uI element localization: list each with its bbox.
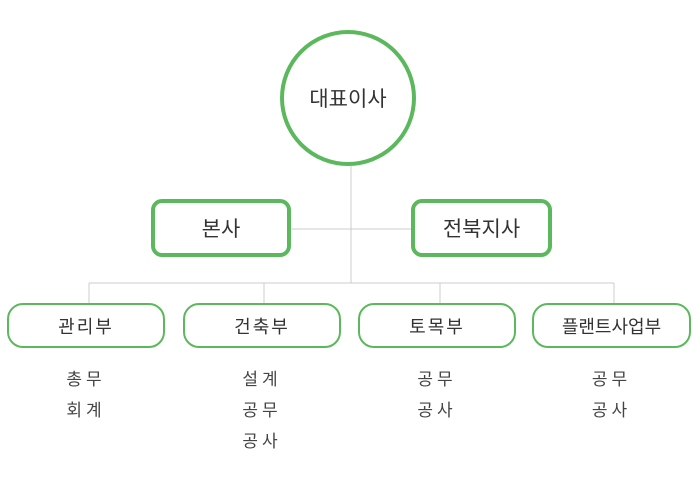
task-item: 공무 [242,401,282,421]
department-node-management: 관리부 [7,303,165,348]
task-list-management: 총무 회계 [7,365,165,427]
task-item: 총무 [66,370,106,390]
department-node-plant: 플랜트사업부 [532,303,691,348]
task-item: 공무 [417,370,457,390]
task-list-architecture: 설계 공무 공사 [183,365,341,458]
task-item: 회계 [66,401,106,421]
task-list-civil: 공무 공사 [358,365,516,427]
department-node-architecture: 건축부 [183,303,341,348]
task-list-plant: 공무 공사 [532,365,691,427]
task-item: 공사 [591,401,632,421]
department-node-civil: 토목부 [358,303,516,348]
task-item: 공무 [591,370,632,390]
task-item: 설계 [242,370,282,390]
task-item: 공사 [417,401,457,421]
branch-node-jeonbuk: 전북지사 [411,199,552,257]
task-item: 공사 [242,432,282,452]
branch-node-headquarters: 본사 [151,199,291,257]
ceo-node: 대표이사 [280,30,416,166]
